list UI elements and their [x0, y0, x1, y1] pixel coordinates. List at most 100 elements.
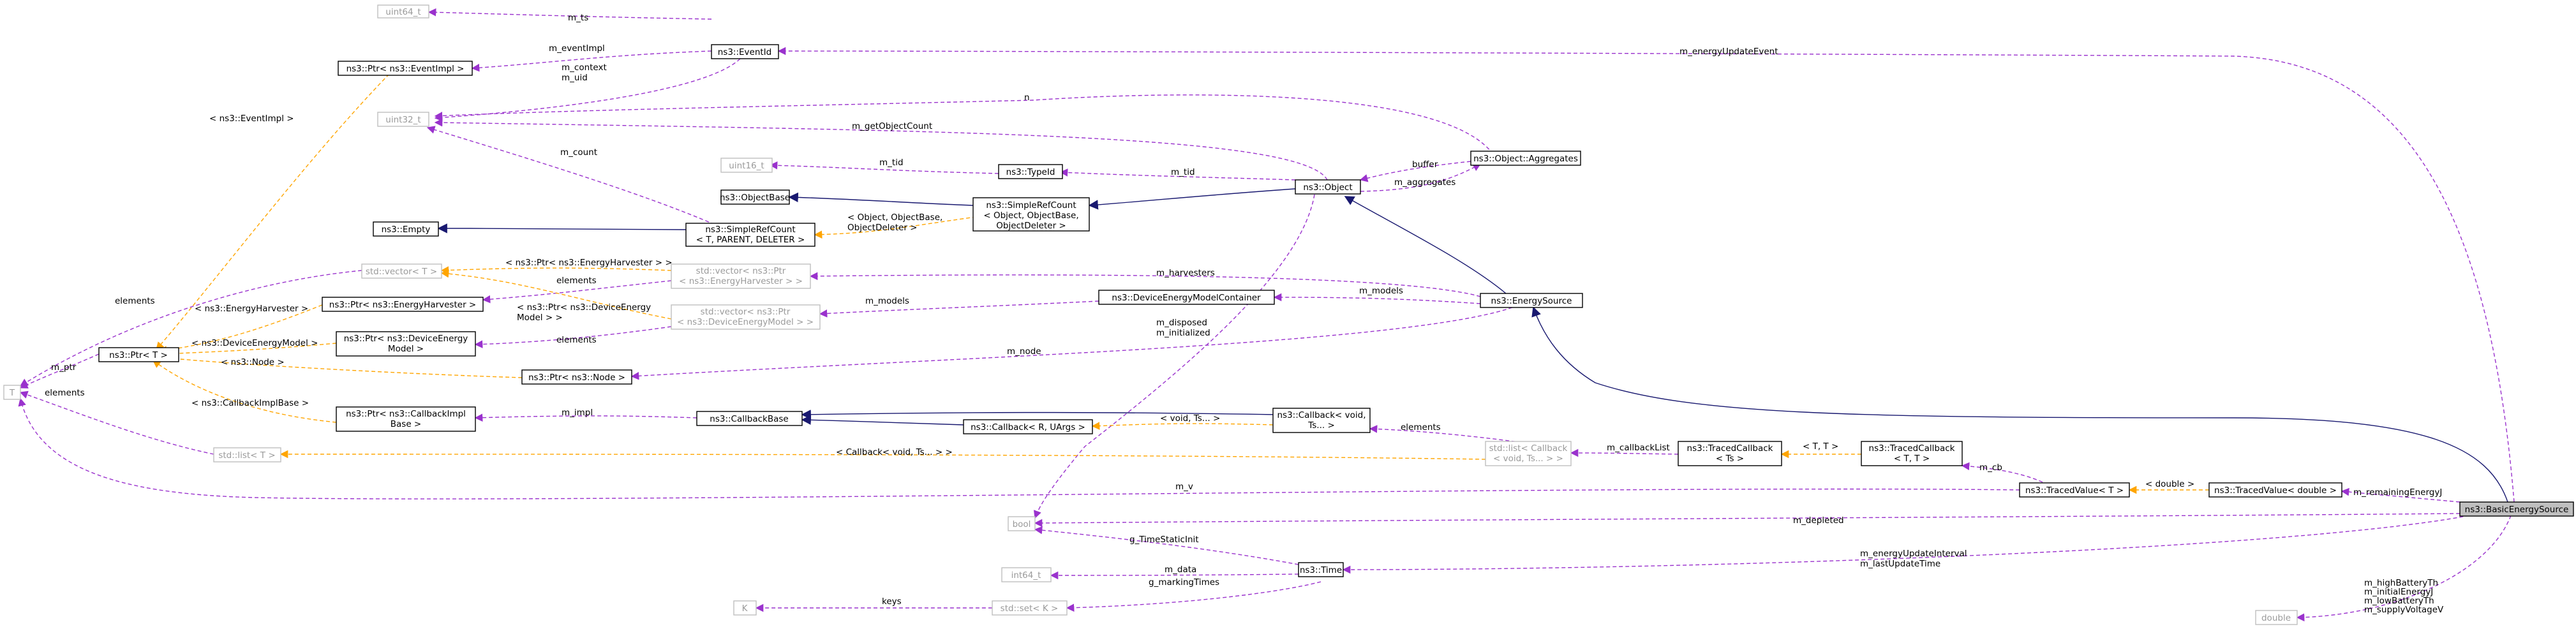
label-keys: keys: [882, 596, 902, 607]
node-k[interactable]: K: [733, 600, 757, 616]
edge-m-disposed: m_disposed m_initialized: [1033, 194, 1315, 519]
node-traced-callback-tt[interactable]: ns3::TracedCallback < T, T >: [1861, 441, 1963, 466]
svg-text:ns3::Callback< R, UArgs >: ns3::Callback< R, UArgs >: [971, 422, 1085, 433]
label-devmodel-tmpl: < ns3::DeviceEnergyModel >: [191, 338, 318, 348]
node-ptr-t[interactable]: ns3::Ptr< T >: [98, 347, 179, 362]
svg-text:ns3::EventId: ns3::EventId: [718, 47, 772, 57]
svg-text:T: T: [9, 388, 15, 398]
edge-m-tid-object: m_tid: [1059, 167, 1296, 181]
svg-text:std::vector< ns3::Ptr: std::vector< ns3::Ptr: [696, 266, 786, 276]
svg-text:std::vector< ns3::Ptr: std::vector< ns3::Ptr: [701, 307, 791, 317]
label-m-count: m_count: [560, 147, 597, 158]
svg-text:K: K: [742, 603, 748, 614]
label-m-node: m_node: [1007, 346, 1041, 357]
svg-text:ns3::Ptr< ns3::EventImpl >: ns3::Ptr< ns3::EventImpl >: [346, 64, 465, 74]
edge-elements-devmodel: elements: [474, 326, 672, 348]
edge-g-marking-times: g_markingTimes: [1066, 577, 1322, 612]
edge-inherit-simplerefcount-obj: [1088, 188, 1296, 210]
node-time[interactable]: ns3::Time: [1298, 562, 1344, 577]
label-m-disposed: m_disposed m_initialized: [1156, 318, 1210, 338]
svg-text:uint16_t: uint16_t: [729, 161, 764, 171]
node-basic-energy-source[interactable]: ns3::BasicEnergySource: [2459, 501, 2574, 517]
node-uint16-t[interactable]: uint16_t: [720, 158, 773, 173]
node-empty[interactable]: ns3::Empty: [373, 221, 439, 237]
node-object-aggregates[interactable]: ns3::Object::Aggregates: [1470, 151, 1581, 166]
svg-text:ns3::Object::Aggregates: ns3::Object::Aggregates: [1473, 154, 1578, 164]
edge-buffer: buffer: [1359, 159, 1471, 182]
node-int64-t[interactable]: int64_t: [1001, 567, 1052, 582]
node-traced-callback-ts[interactable]: ns3::TracedCallback < Ts >: [1678, 441, 1782, 466]
label-elements-cb: elements: [1401, 422, 1441, 433]
edge-m-remaining-energy: m_remainingEnergyJ: [2341, 487, 2461, 503]
edge-inherit-callbackbase-a: [801, 410, 1277, 420]
svg-text:ns3::Ptr< ns3::Node >: ns3::Ptr< ns3::Node >: [528, 373, 625, 383]
node-event-id[interactable]: ns3::EventId: [711, 44, 779, 59]
edge-inherit-objectbase: [788, 192, 974, 206]
node-ptr-energy-harvester[interactable]: ns3::Ptr< ns3::EnergyHarvester >: [322, 297, 484, 312]
node-uint32-t[interactable]: uint32_t: [377, 112, 429, 127]
node-callback-r-uargs[interactable]: ns3::Callback< R, UArgs >: [963, 419, 1093, 434]
node-list-callback[interactable]: std::list< Callback < void, Ts... > >: [1485, 441, 1572, 466]
svg-text:Model >: Model >: [388, 344, 424, 354]
svg-text:ns3::SimpleRefCount: ns3::SimpleRefCount: [986, 200, 1076, 211]
edge-m-tid-typeid: m_tid: [769, 158, 999, 174]
edge-elements-harv: elements: [482, 276, 672, 304]
node-vector-harvester[interactable]: std::vector< ns3::Ptr < ns3::EnergyHarve…: [671, 263, 811, 289]
svg-text:ns3::TracedValue< T >: ns3::TracedValue< T >: [2025, 485, 2124, 496]
node-double[interactable]: double: [2255, 610, 2298, 625]
edge-inherit-empty: [437, 223, 687, 233]
svg-text:< Ts >: < Ts >: [1716, 454, 1744, 464]
svg-text:< ns3::EnergyHarvester > >: < ns3::EnergyHarvester > >: [679, 276, 803, 286]
svg-text:< T, PARENT, DELETER >: < T, PARENT, DELETER >: [696, 235, 805, 245]
label-m-data: m_data: [1165, 565, 1196, 575]
svg-text:ns3::BasicEnergySource: ns3::BasicEnergySource: [2465, 505, 2569, 515]
node-device-energy-model-container[interactable]: ns3::DeviceEnergyModelContainer: [1098, 290, 1275, 305]
edge-m-get-object-count: m_getObjectCount: [434, 118, 1328, 181]
edge-m-ptr: m_ptr: [19, 353, 100, 388]
node-uint64-t[interactable]: uint64_t: [377, 4, 429, 18]
label-tt-tmpl: < T, T >: [1803, 441, 1838, 452]
node-ptr-event-impl[interactable]: ns3::Ptr< ns3::EventImpl >: [338, 61, 473, 76]
node-ptr-node[interactable]: ns3::Ptr< ns3::Node >: [521, 369, 632, 385]
edge-keys: keys: [755, 596, 993, 612]
node-object[interactable]: ns3::Object: [1295, 179, 1361, 195]
node-traced-value-t[interactable]: ns3::TracedValue< T >: [2019, 482, 2130, 498]
svg-text:ns3::Ptr< ns3::EnergyHarvester: ns3::Ptr< ns3::EnergyHarvester >: [329, 300, 476, 310]
node-list-t[interactable]: std::list< T >: [213, 447, 281, 462]
edge-m-callback-list: m_callbackList: [1570, 443, 1679, 457]
node-t[interactable]: T: [3, 385, 21, 400]
node-traced-value-double[interactable]: ns3::TracedValue< double >: [2208, 482, 2342, 498]
node-bool[interactable]: bool: [1008, 516, 1036, 531]
node-simple-ref-count-t[interactable]: ns3::SimpleRefCount < T, PARENT, DELETER…: [685, 223, 815, 247]
edge-tmpl-vector-devmodel: < ns3::Ptr< ns3::DeviceEnergy Model > >: [440, 269, 672, 323]
node-type-id[interactable]: ns3::TypeId: [998, 164, 1063, 179]
node-vector-device-model[interactable]: std::vector< ns3::Ptr < ns3::DeviceEnerg…: [671, 304, 821, 330]
node-callback-base[interactable]: ns3::CallbackBase: [696, 411, 803, 426]
label-m-event-impl: m_eventImpl: [549, 43, 605, 54]
node-ptr-callback-impl-base[interactable]: ns3::Ptr< ns3::CallbackImpl Base >: [336, 406, 476, 432]
edge-inherit-object: [1344, 196, 1507, 294]
edge-tmpl-double: < double >: [2128, 479, 2210, 494]
node-set-k[interactable]: std::set< K >: [992, 600, 1068, 616]
node-callback-void[interactable]: ns3::Callback< void, Ts... >: [1272, 408, 1371, 433]
svg-text:ns3::DeviceEnergyModelContaine: ns3::DeviceEnergyModelContainer: [1112, 293, 1261, 303]
label-elements-vec: elements: [115, 296, 155, 306]
label-harv-vec-tmpl: < ns3::Ptr< ns3::EnergyHarvester > >: [505, 258, 673, 268]
edge-tmpl-cbimpl: < ns3::CallbackImplBase >: [152, 360, 337, 423]
edge-m-context-uid: m_context m_uid: [434, 58, 741, 122]
edge-m-battery: m_highBatteryTh m_initialEnergyJ m_lowBa…: [2296, 515, 2512, 622]
label-m-energy-update-event: m_energyUpdateEvent: [1679, 47, 1778, 57]
label-m-remaining-energy: m_remainingEnergyJ: [2353, 487, 2442, 498]
node-vector-t[interactable]: std::vector< T >: [361, 263, 442, 279]
edge-tmpl-simplerefcount: < Object, ObjectBase, ObjectDeleter >: [814, 212, 977, 239]
edge-elements-vector: elements: [19, 270, 362, 387]
svg-text:< ns3::DeviceEnergyModel > >: < ns3::DeviceEnergyModel > >: [677, 317, 814, 327]
svg-text:bool: bool: [1013, 519, 1031, 529]
node-simple-ref-count-object[interactable]: ns3::SimpleRefCount < Object, ObjectBase…: [972, 197, 1090, 232]
label-m-depleted: m_depleted: [1793, 515, 1844, 526]
node-object-base[interactable]: ns3::ObjectBase: [720, 189, 790, 205]
node-energy-source[interactable]: ns3::EnergySource: [1480, 293, 1583, 308]
label-m-ts: m_ts: [568, 13, 588, 23]
node-ptr-device-energy-model[interactable]: ns3::Ptr< ns3::DeviceEnergy Model >: [336, 331, 476, 357]
